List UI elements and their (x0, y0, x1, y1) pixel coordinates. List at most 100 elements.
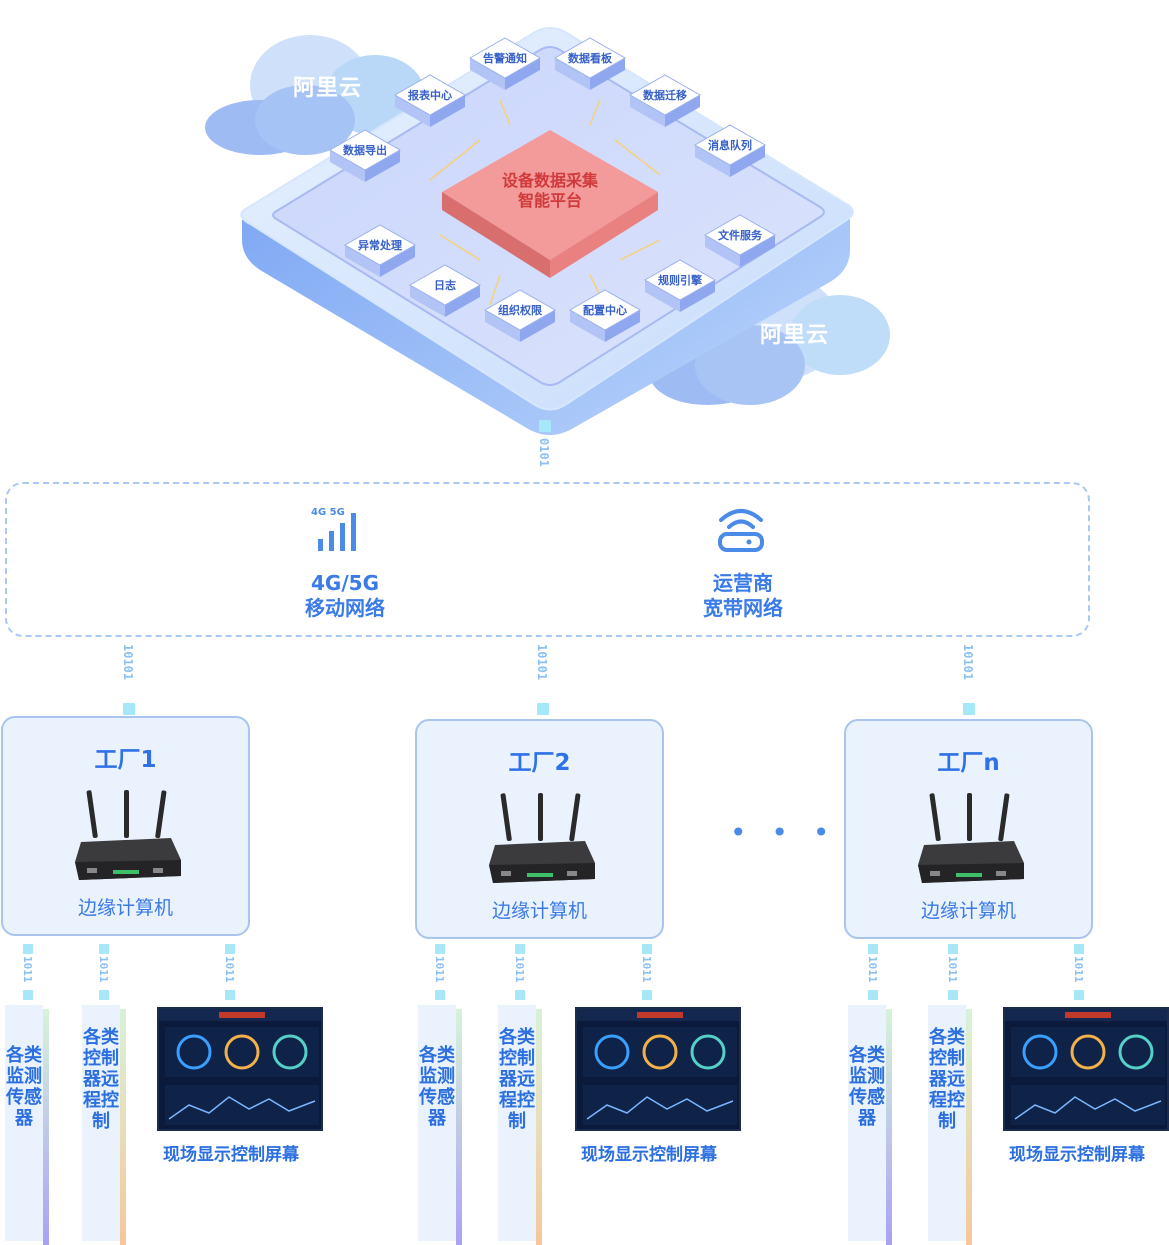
display-screen (157, 1007, 323, 1131)
connector-plug (123, 703, 135, 715)
broadband-network-label: 运营商 宽带网络 (668, 571, 818, 621)
platform-module-label: 数据看板 (568, 51, 613, 65)
binary-stream: 1011 (21, 956, 34, 983)
controller-device: 各类控制器远程控制 (498, 1005, 542, 1245)
connector-plug (963, 703, 975, 715)
display-screen (1003, 1007, 1169, 1131)
binary-stream: 1011 (97, 956, 110, 983)
binary-stream: 0101 (537, 438, 551, 467)
connector-plug (99, 990, 109, 1000)
connector-plug (225, 990, 235, 1000)
platform-module-label: 数据导出 (343, 143, 387, 157)
platform-module: 组织权限 (483, 289, 557, 342)
factory-card-2: 工厂2 边缘计算机 (415, 719, 664, 939)
dashboard-thumbnail (1005, 1009, 1167, 1125)
cloud-label: 阿里云 (760, 323, 830, 348)
mobile-network-label: 4G/5G 移动网络 (270, 571, 420, 621)
platform-module-label: 配置中心 (583, 303, 627, 317)
platform-module: 规则引擎 (643, 259, 717, 312)
signal-badge: 4G 5G (311, 507, 345, 518)
controller-device: 各类控制器远程控制 (928, 1005, 972, 1245)
platform-title-line2: 智能平台 (518, 191, 582, 210)
sensor-label: 各类监测传感器 (419, 1045, 455, 1129)
platform-module: 告警通知 (468, 37, 542, 90)
platform-module-label: 报表中心 (408, 88, 452, 102)
platform-core (442, 130, 658, 278)
connector-plug (642, 990, 652, 1000)
cloud-label: 阿里云 (293, 76, 363, 101)
binary-stream: 1011 (433, 956, 446, 983)
screen-label: 现场显示控制屏幕 (581, 1145, 717, 1165)
sensor-device: 各类监测传感器 (5, 1005, 49, 1245)
binary-stream: 10101 (961, 644, 975, 681)
screen-label: 现场显示控制屏幕 (1009, 1145, 1145, 1165)
connector-plug (642, 944, 652, 954)
connector-plug (99, 944, 109, 954)
platform-module-label: 组织权限 (498, 303, 542, 317)
network-box (5, 482, 1090, 637)
edge-router-icon (75, 790, 181, 880)
edge-router-icon (918, 793, 1024, 883)
connector-plug (435, 944, 445, 954)
platform-title-line1: 设备数据采集 (502, 171, 599, 190)
edge-router-icon (489, 793, 595, 883)
factory-title: 工厂2 (508, 750, 571, 776)
display-screen (575, 1007, 741, 1131)
connector-plug (515, 990, 525, 1000)
cloud-right: 阿里云 (650, 275, 890, 410)
wifi-router-icon (718, 509, 764, 552)
platform-module: 数据导出 (328, 129, 402, 182)
platform-module-label: 数据迁移 (643, 88, 687, 102)
platform-diagram: 设备数据采集 智能平台 数据导出 报表中心 告警通知 数据看板数据迁移消息队列异常处理… (240, 27, 854, 435)
platform-module: 数据看板 (553, 37, 627, 90)
factory-card-1: 工厂1 边缘计算机 (1, 716, 250, 936)
binary-stream: 1011 (513, 956, 526, 983)
edge-computer-label: 边缘计算机 (920, 900, 1016, 922)
controller-label: 各类控制器远程控制 (83, 1027, 119, 1132)
platform-module: 数据迁移 (628, 74, 702, 127)
platform-module-label: 异常处理 (358, 238, 402, 252)
mobile-network-line2: 移动网络 (305, 596, 385, 620)
dashboard-thumbnail (159, 1009, 321, 1125)
ellipsis: • • • (730, 816, 838, 849)
factory-title: 工厂n (937, 750, 1000, 776)
connector-plug (23, 944, 33, 954)
platform-module: 日志 (408, 264, 482, 317)
sensor-label: 各类监测传感器 (849, 1045, 885, 1129)
connector-plug (435, 990, 445, 1000)
connector-plug (1074, 944, 1084, 954)
connector-plug (948, 944, 958, 954)
connector-plug (537, 703, 549, 715)
binary-stream: 1011 (1072, 956, 1085, 983)
platform-module-label: 告警通知 (483, 51, 527, 65)
platform-module: 文件服务 (703, 214, 777, 267)
connector-plug (868, 990, 878, 1000)
factory-card-n: 工厂n 边缘计算机 (844, 719, 1093, 939)
platform-module-label: 文件服务 (718, 228, 763, 242)
binary-stream: 1011 (640, 956, 653, 983)
platform-module: 消息队列 (693, 124, 767, 177)
edge-computer-label: 边缘计算机 (77, 897, 173, 919)
factory-title: 工厂1 (94, 747, 157, 773)
edge-computer-label: 边缘计算机 (491, 900, 587, 922)
platform-module-label: 消息队列 (708, 138, 752, 152)
connector-plug (23, 990, 33, 1000)
binary-stream: 1011 (946, 956, 959, 983)
connector-plug (539, 420, 551, 432)
platform-module: 报表中心 (393, 74, 467, 127)
signal-icon (318, 513, 356, 551)
screen-label: 现场显示控制屏幕 (163, 1145, 299, 1165)
platform-module: 异常处理 (343, 224, 417, 277)
binary-stream: 10101 (121, 644, 135, 681)
mobile-network-line1: 4G/5G (311, 571, 379, 595)
sensor-device: 各类监测传感器 (848, 1005, 892, 1245)
connector-plug (1074, 990, 1084, 1000)
controller-label: 各类控制器远程控制 (929, 1027, 965, 1132)
binary-stream: 10101 (535, 644, 549, 681)
sensor-label: 各类监测传感器 (6, 1045, 42, 1129)
binary-stream: 1011 (223, 956, 236, 983)
controller-label: 各类控制器远程控制 (499, 1027, 535, 1132)
connector-plug (868, 944, 878, 954)
sensor-device: 各类监测传感器 (418, 1005, 462, 1245)
platform-module-label: 日志 (434, 278, 456, 292)
